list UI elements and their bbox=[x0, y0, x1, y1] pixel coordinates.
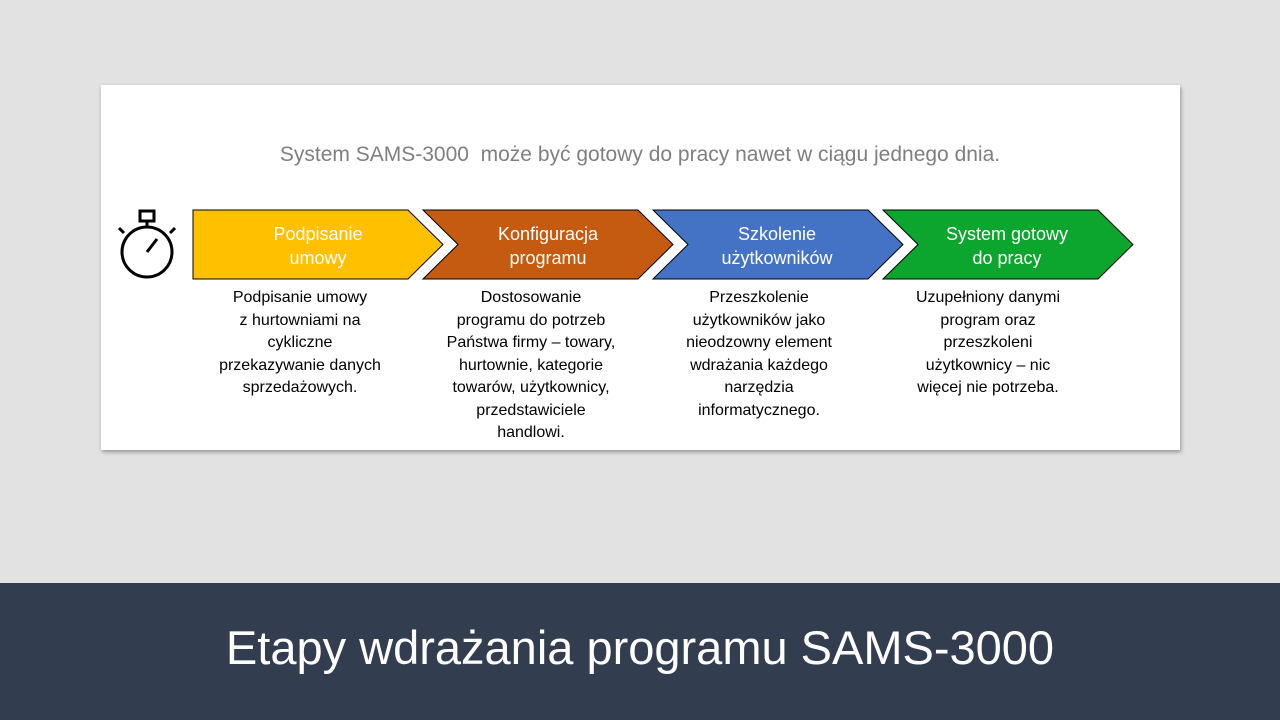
step-label-2: Konfiguracja programu bbox=[497, 224, 599, 268]
step-label-3: Szkolenie użytkowników bbox=[721, 224, 833, 268]
step-label-4: System gotowy do pracy bbox=[945, 224, 1069, 268]
card-subtitle: System SAMS-3000 może być gotowy do prac… bbox=[279, 143, 1001, 166]
step-description-3: Przeszkolenie użytkowników jako nieodzow… bbox=[686, 289, 832, 419]
footer-bar bbox=[0, 583, 1280, 720]
step-arrow-3 bbox=[651, 209, 904, 280]
slide-title: Etapy wdrażania programu SAMS-3000 bbox=[225, 621, 1055, 674]
step-description-4: Uzupełniony danymi program oraz przeszko… bbox=[915, 289, 1061, 396]
step-label-1: Podpisanie umowy bbox=[273, 224, 363, 268]
stopwatch-icon bbox=[118, 209, 176, 279]
step-description-2: Dostosowanie programu do potrzeb Państwa… bbox=[446, 289, 616, 441]
step-arrow-2 bbox=[421, 209, 674, 280]
step-description-1: Podpisanie umowy z hurtowniami na cyklic… bbox=[219, 289, 381, 396]
step-arrow-4 bbox=[881, 209, 1134, 280]
step-arrow-1 bbox=[192, 209, 444, 280]
